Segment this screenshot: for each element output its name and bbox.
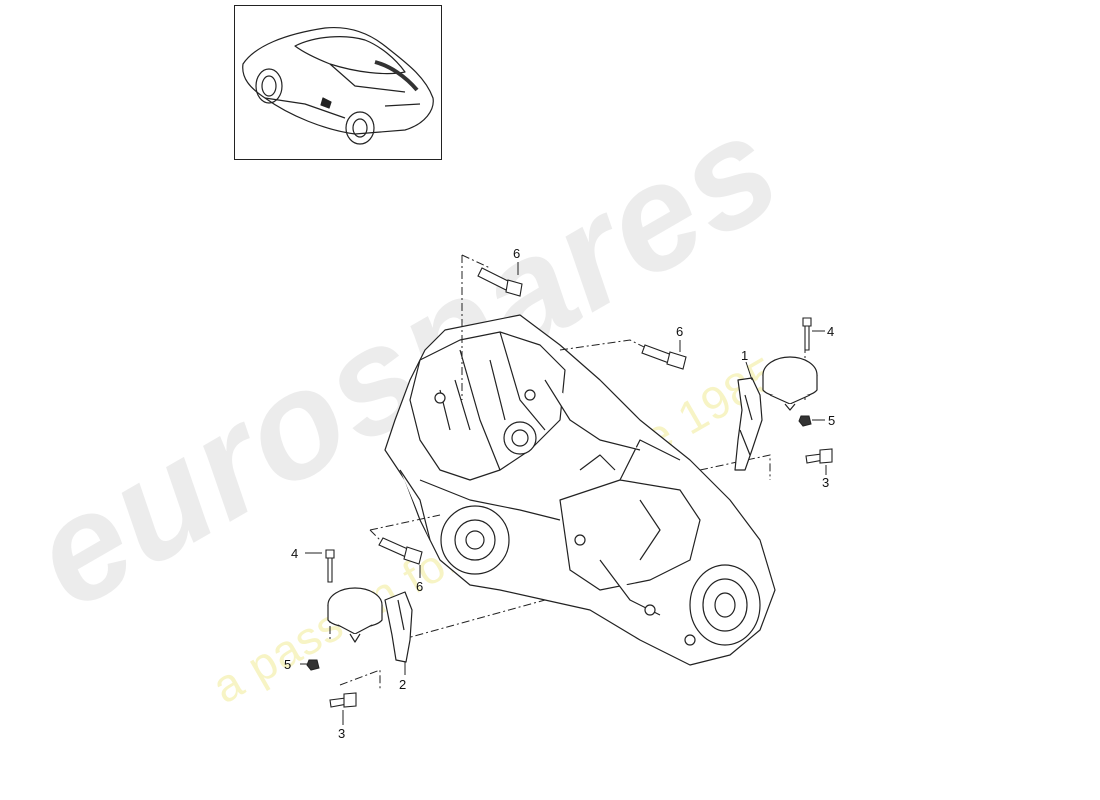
car-icon	[242, 26, 434, 145]
callout-bolt-6-top: 6	[513, 246, 521, 261]
callout-nut-5-left: 5	[284, 657, 292, 672]
bolt-3-left	[329, 692, 357, 708]
bolt-4-right	[802, 317, 812, 351]
callout-bolt-4-left: 4	[291, 546, 299, 561]
engine-mount-left	[327, 587, 413, 663]
bolt-4-left	[325, 549, 335, 583]
callout-nut-5-right: 5	[828, 413, 836, 428]
bolt-6-mid	[641, 344, 687, 370]
bolt-6-top	[477, 267, 523, 297]
engine-mount-right	[734, 356, 818, 471]
callout-bolt-6-lower: 6	[416, 579, 424, 594]
callout-bolt-6-mid: 6	[676, 324, 684, 339]
nut-5-left	[306, 659, 320, 671]
callout-mount-1: 1	[741, 348, 749, 363]
bolt-6-lower	[378, 537, 423, 565]
callout-bolt-4-right: 4	[827, 324, 835, 339]
nut-5-right	[798, 415, 812, 427]
callout-mount-2: 2	[399, 677, 407, 692]
car-thumbnail	[234, 5, 442, 160]
bolt-3-right	[805, 448, 833, 464]
callout-bolt-3-left: 3	[338, 726, 346, 741]
transmission-housing	[384, 314, 776, 666]
callout-bolt-3-right: 3	[822, 475, 830, 490]
